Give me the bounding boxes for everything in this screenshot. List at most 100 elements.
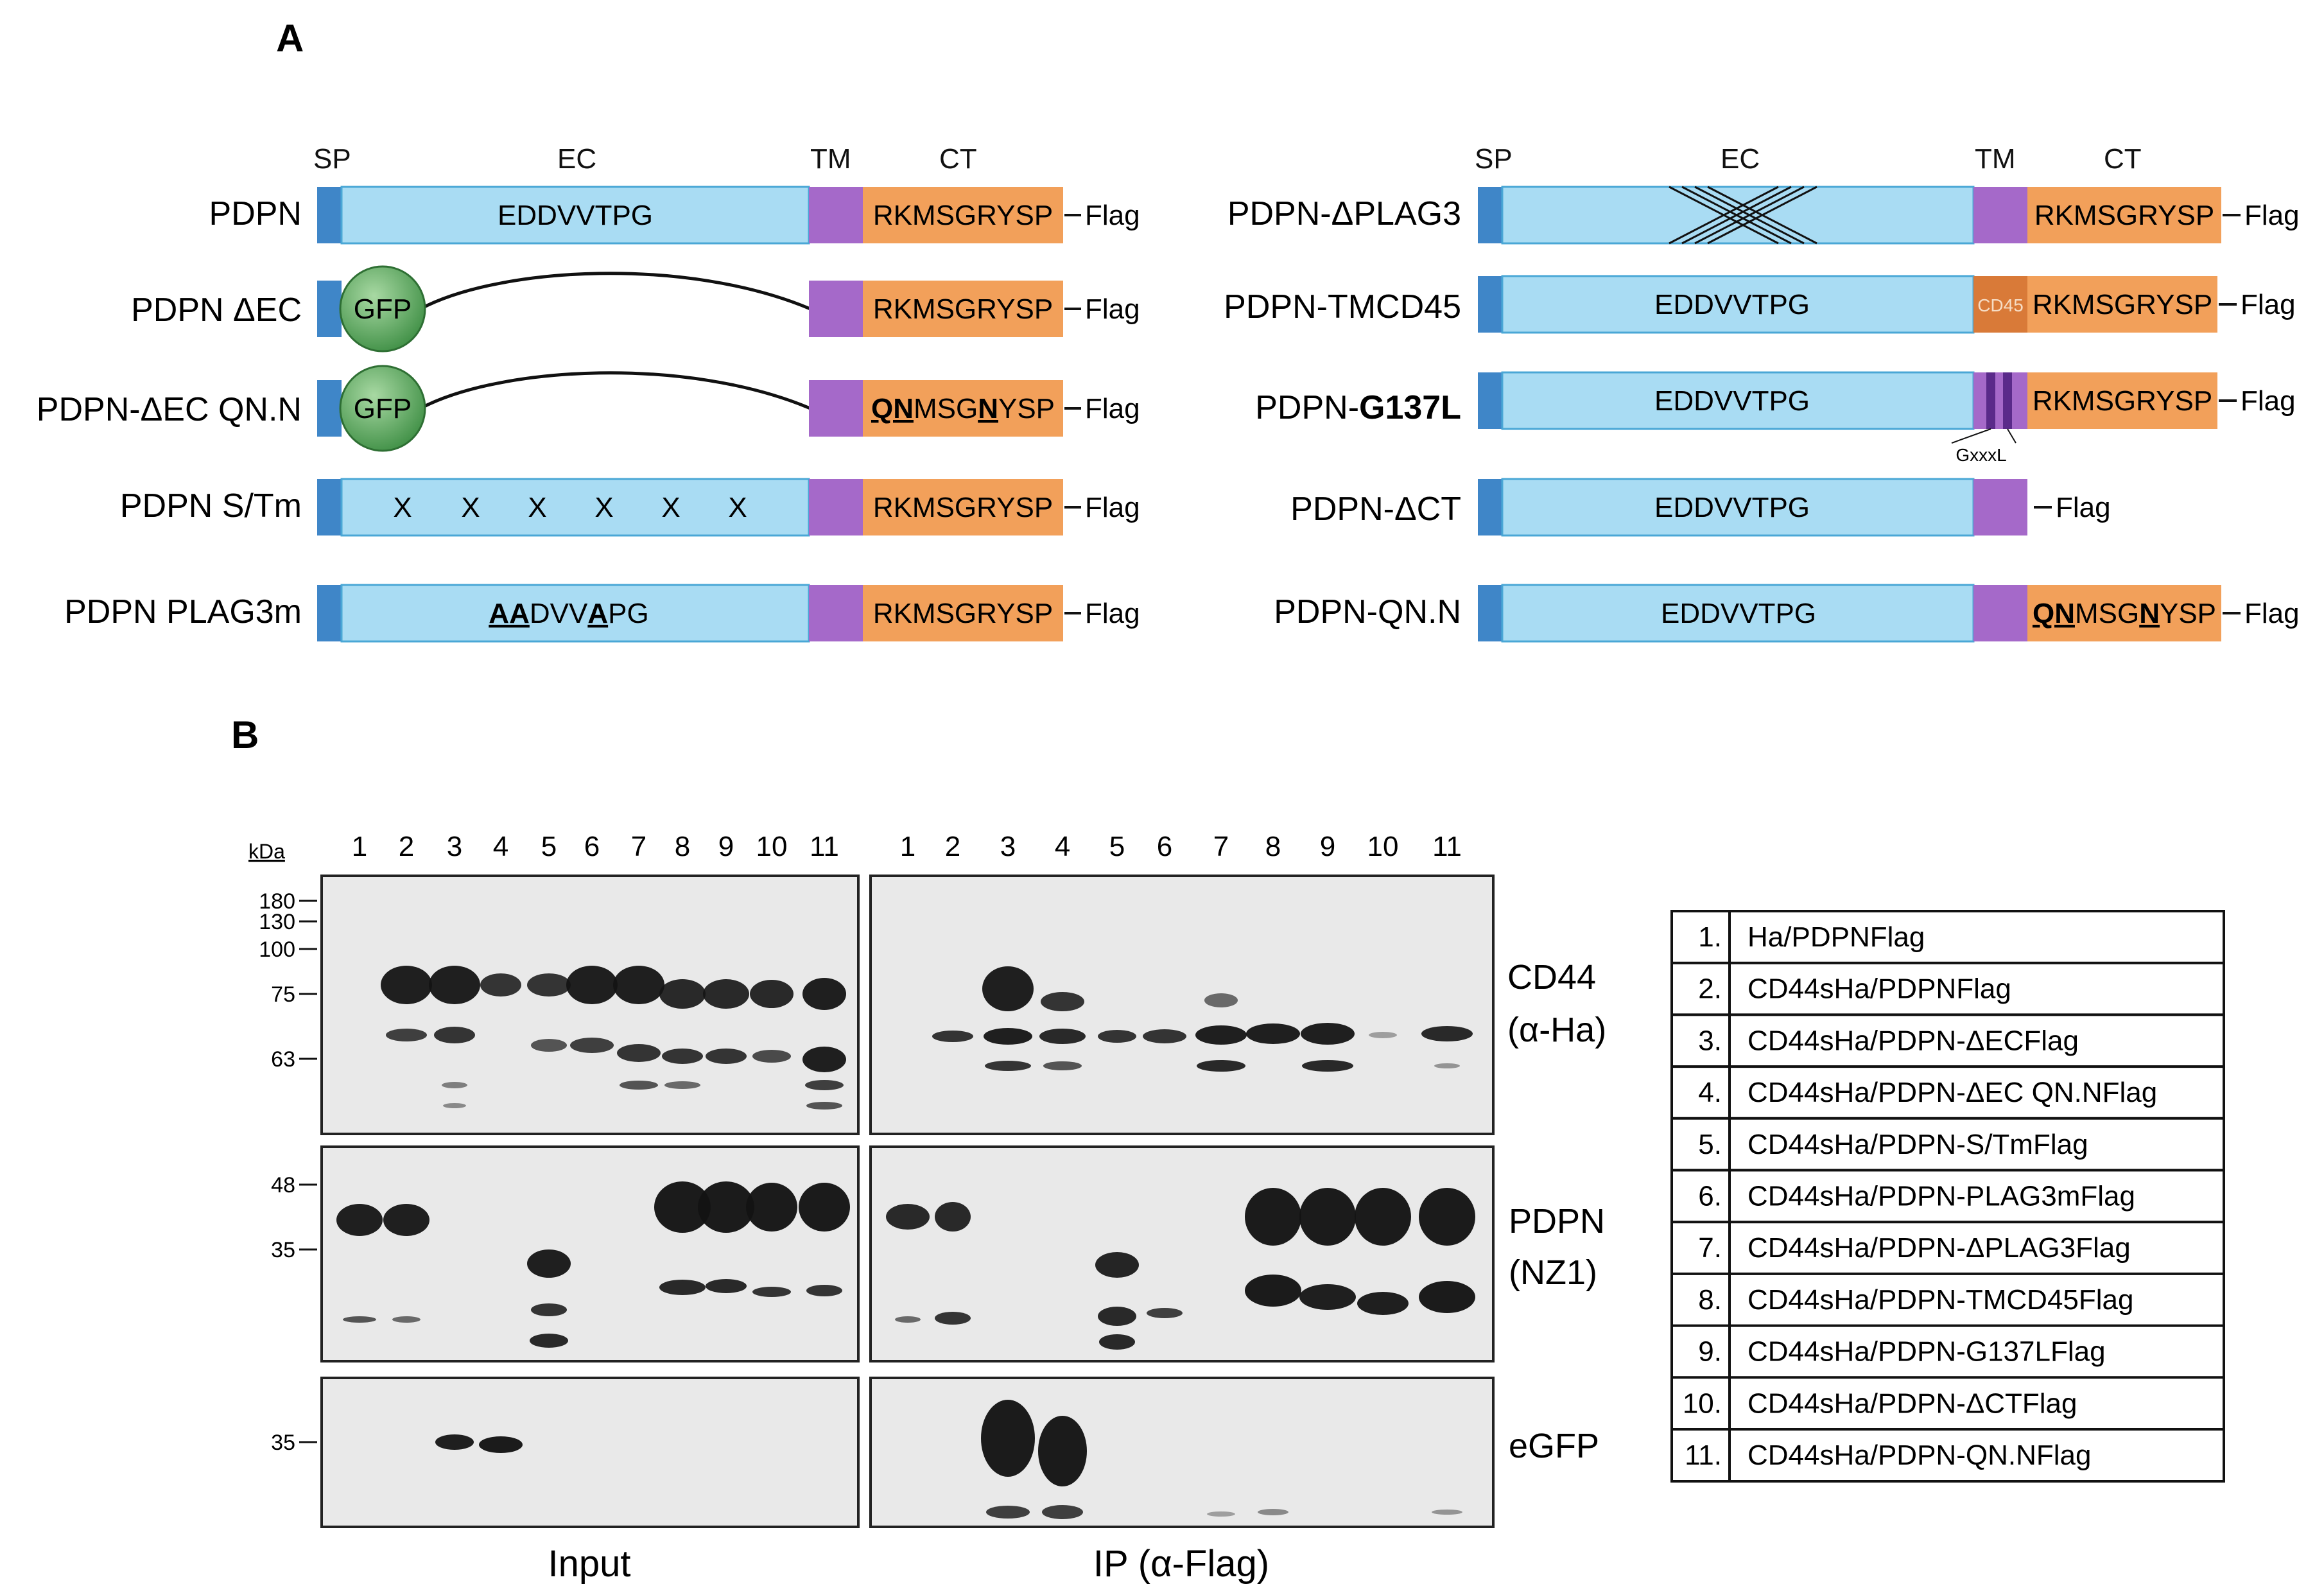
lane-number: 6 <box>584 831 600 862</box>
sp-domain <box>317 187 342 243</box>
ec-sequence: EDDVVTPG <box>1654 385 1810 417</box>
tm-domain <box>809 281 863 337</box>
blot-band <box>1039 1029 1086 1044</box>
legend-entry: CD44sHa/PDPN-ΔCTFlag <box>1747 1388 2077 1419</box>
legend-number: 6. <box>1698 1181 1722 1212</box>
sp-domain <box>1478 479 1502 535</box>
legend-entry: CD44sHa/PDPNFlag <box>1747 973 2011 1005</box>
flag-tag: Flag <box>1085 492 1140 523</box>
sp-domain <box>317 281 342 337</box>
blot-band <box>1246 1023 1300 1044</box>
blot-band <box>1245 1275 1301 1307</box>
header-sp: SP <box>1475 143 1513 175</box>
blot-band <box>895 1316 921 1323</box>
blot-pdpn-input <box>320 1145 860 1362</box>
blot-band <box>1301 1023 1355 1045</box>
blot-band <box>806 1102 842 1110</box>
flag-tag: Flag <box>1085 293 1140 325</box>
ct-sequence: QNMSGNYSP <box>2033 598 2216 629</box>
construct-pdpn-g137l: PDPN-G137L EDDVVTPG RKMSGRYSP Flag GxxxL <box>1255 371 2296 465</box>
blot-band <box>802 1047 846 1072</box>
header-tm: TM <box>1975 143 2016 175</box>
blot-band <box>530 1334 568 1348</box>
sp-domain <box>317 585 342 641</box>
blot-band <box>383 1204 429 1236</box>
svg-text:48: 48 <box>271 1173 295 1197</box>
construct-pdpn-qnn: PDPN-QN.N EDDVVTPG QNMSGNYSP Flag <box>1274 584 2300 643</box>
svg-text:180: 180 <box>259 889 295 914</box>
tm-domain <box>1973 187 2027 243</box>
legend-entry: CD44sHa/PDPN-TMCD45Flag <box>1747 1284 2133 1316</box>
blot-band <box>706 1049 747 1064</box>
ct-domain <box>2027 585 2221 641</box>
blot-pdpn-ip <box>869 1145 1495 1362</box>
blot-band <box>1419 1281 1475 1313</box>
panel-label-b: B <box>231 713 259 756</box>
blot-band <box>806 1285 842 1296</box>
construct-pdpn-delta-ec: PDPN ΔEC GFP RKMSGRYSP Flag <box>131 265 1140 353</box>
blot-band <box>932 1031 973 1042</box>
blot-band <box>343 1316 376 1323</box>
lane-number: 8 <box>1265 831 1281 862</box>
lane-number: 3 <box>1000 831 1016 862</box>
blot-band <box>1207 1511 1235 1517</box>
tm-domain <box>1973 479 2027 535</box>
blot-band <box>1197 1060 1245 1072</box>
construct-pdpn: PDPN EDDVVTPG RKMSGRYSP Flag <box>209 186 1140 245</box>
ec-domain <box>340 478 810 537</box>
blot-band <box>746 1183 797 1232</box>
blot-band <box>982 966 1034 1011</box>
flag-tag: Flag <box>1085 598 1140 629</box>
deleted-ec-line <box>419 371 811 410</box>
tm-motif-stripe <box>1986 372 1995 429</box>
blot-band <box>1038 1416 1087 1486</box>
header-sp: SP <box>313 143 351 175</box>
blot-band <box>886 1204 930 1230</box>
row-label-nz1: (NZ1) <box>1509 1253 1597 1292</box>
blot-band <box>799 1183 850 1232</box>
legend-number: 9. <box>1698 1336 1722 1368</box>
gfp-label: GFP <box>354 393 412 424</box>
blot-band <box>1299 1284 1356 1310</box>
lane-number: 11 <box>1432 831 1462 862</box>
ct-domain <box>863 187 1063 243</box>
sp-domain <box>1478 585 1502 641</box>
blot-band <box>802 978 846 1010</box>
blot-band <box>1042 1505 1083 1519</box>
blot-band <box>1043 1061 1082 1070</box>
ec-sequence: AADVVAPG <box>489 598 648 629</box>
sp-domain <box>317 479 342 535</box>
lane-number: 3 <box>447 831 462 862</box>
blot-band <box>479 1436 523 1453</box>
flag-tag: Flag <box>2241 289 2296 320</box>
blot-band <box>985 1061 1031 1071</box>
blot-band <box>981 1400 1035 1477</box>
header-ec: EC <box>557 143 596 175</box>
ct-sequence: QNMSGNYSP <box>871 393 1055 424</box>
blot-band <box>1258 1509 1288 1515</box>
blot-band <box>750 980 793 1008</box>
blot-band <box>1098 1307 1136 1326</box>
blot-band <box>566 966 618 1004</box>
sp-domain <box>1478 276 1502 333</box>
svg-text:X: X <box>594 492 613 523</box>
blot-band <box>662 1049 703 1064</box>
tm-domain <box>809 479 863 535</box>
blot-band <box>392 1316 421 1323</box>
kda-label: kDa <box>248 840 285 863</box>
blot-band <box>617 1044 661 1062</box>
lane-number: 9 <box>718 831 734 862</box>
lane-number: 2 <box>399 831 414 862</box>
blot-band <box>703 979 749 1009</box>
blot-cd44-ip <box>869 875 1495 1135</box>
blot-row-labels: CD44 (α-Ha) PDPN (NZ1) eGFP <box>1507 958 1606 1465</box>
header-ct: CT <box>2104 143 2142 175</box>
sp-domain <box>317 380 342 437</box>
ct-domain <box>863 479 1063 535</box>
blot-band <box>752 1050 791 1063</box>
blot-band <box>654 1181 711 1233</box>
blot-band <box>613 966 664 1004</box>
blot-band <box>480 973 521 997</box>
blot-band <box>1299 1188 1356 1246</box>
